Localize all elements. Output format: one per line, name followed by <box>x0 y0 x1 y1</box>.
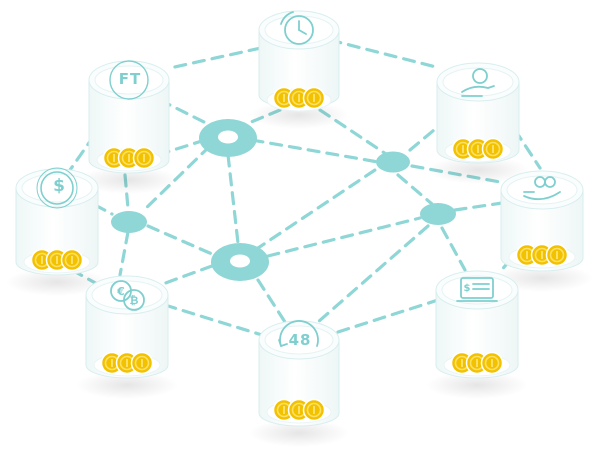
link-hub1-hub2 <box>226 153 240 245</box>
coin-icon <box>60 248 84 272</box>
hub-ring-1 <box>199 119 257 157</box>
cylinder-hand-coin <box>427 62 529 184</box>
coin-icon <box>480 351 504 375</box>
cylinder-laptop-dollar: $ <box>426 270 528 399</box>
hub-ring-2 <box>211 243 269 281</box>
cylinder-ft <box>79 60 179 194</box>
link-timer-laptop <box>336 298 440 334</box>
connection-lines <box>68 38 542 337</box>
coin-icon <box>545 243 569 267</box>
cylinder-euro-bitcoin: €₿ <box>76 275 178 399</box>
link-euro-timer <box>163 303 264 337</box>
coin-icon <box>302 86 326 110</box>
laptop-dollar-icon: $ <box>456 277 498 302</box>
link-hub2-dot3 <box>266 216 422 258</box>
link-clock-dot1 <box>318 108 394 160</box>
link-dot3-palm <box>453 201 504 212</box>
link-dot3-timer <box>316 224 430 324</box>
dollar-label: $ <box>53 176 65 196</box>
cylinder-timer-48 <box>249 320 349 447</box>
hub-group <box>111 119 456 281</box>
hub-dot-3 <box>420 203 456 225</box>
coin-icon <box>481 137 505 161</box>
coin-icon <box>130 351 154 375</box>
ft-token-icon <box>109 60 149 100</box>
ft-label: FT <box>118 70 142 88</box>
cylinder-dollar <box>6 167 108 296</box>
timer-48-icon <box>278 320 319 347</box>
cylinder-palm-coins <box>491 170 593 292</box>
link-dot1-dot3 <box>396 173 434 206</box>
link-hub1-dot1 <box>250 138 380 164</box>
link-dot3-laptop <box>440 226 467 272</box>
dollar-coin-icon <box>36 167 78 209</box>
link-clock-hand <box>328 38 442 70</box>
clock-icon <box>280 11 314 45</box>
link-dot1-hand <box>408 123 442 152</box>
svg-text:€: € <box>116 285 125 298</box>
hand-giving-coin-icon <box>461 68 495 97</box>
euro-bitcoin-icon: €₿ <box>110 280 145 311</box>
cylinder-clock <box>249 10 349 129</box>
link-hub2-dot1 <box>253 166 380 252</box>
hub-dot-2 <box>111 211 147 233</box>
link-hub2-timer <box>256 278 287 324</box>
link-dot2-hub2 <box>146 224 214 256</box>
hub-dot-1 <box>376 151 410 173</box>
svg-text:$: $ <box>464 283 471 294</box>
coin-icon <box>132 146 156 170</box>
link-hub2-euro <box>158 264 214 287</box>
link-dot2-euro <box>118 230 130 277</box>
timer-48-label: 48 <box>288 331 312 349</box>
palm-with-coins-icon <box>523 176 561 201</box>
svg-text:₿: ₿ <box>130 294 139 307</box>
coin-icon <box>302 398 326 422</box>
cylinder-nodes: €₿$ <box>6 10 593 447</box>
